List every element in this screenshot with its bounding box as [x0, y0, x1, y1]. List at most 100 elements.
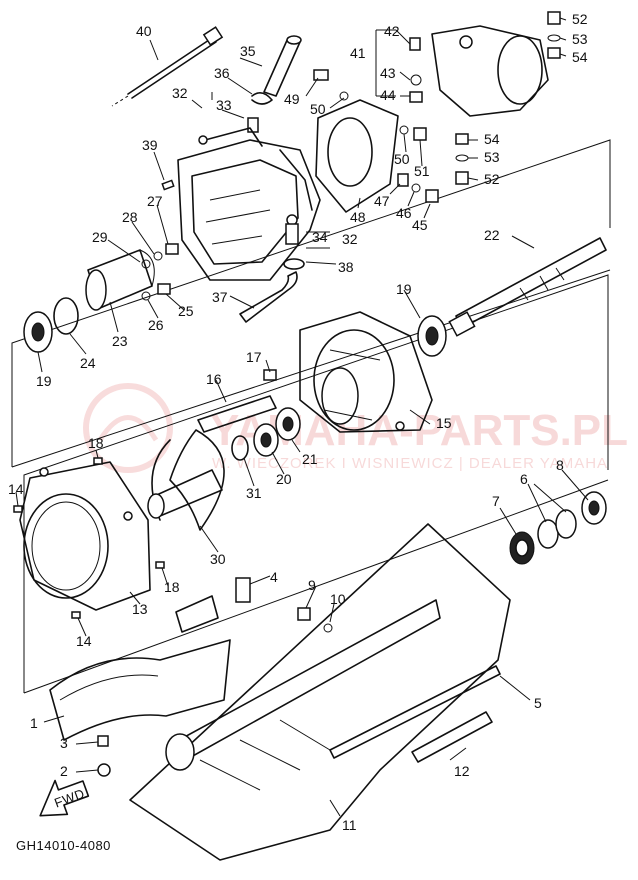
callout-19-right: 19	[396, 281, 412, 297]
part-47-collar	[397, 173, 409, 187]
part-31-washer	[231, 435, 249, 461]
callout-26: 26	[148, 317, 164, 333]
part-53-washer-top	[547, 34, 561, 42]
fwd-arrow-icon: FWD	[39, 779, 90, 817]
callout-54-bottom: 54	[484, 131, 500, 147]
callout-30: 30	[210, 551, 226, 567]
part-43-washer	[410, 74, 422, 86]
watermark-subtext: W. WIECZOREK I WISNIEWICZ | DEALER YAMAH…	[212, 455, 608, 472]
part-44-nut	[409, 91, 423, 103]
callout-23: 23	[112, 333, 128, 349]
part-45-bolt	[425, 189, 439, 203]
callout-38: 38	[338, 259, 354, 275]
callout-7: 7	[492, 493, 500, 509]
callout-12: 12	[454, 763, 470, 779]
part-30-impeller	[147, 429, 225, 531]
callout-51: 51	[414, 163, 430, 179]
part-42-bolt	[409, 37, 421, 51]
part-24-o-ring	[53, 297, 79, 335]
callout-36: 36	[214, 65, 230, 81]
callout-48: 48	[350, 209, 366, 225]
callout-47: 47	[374, 193, 390, 209]
part-53-washer-bottom	[455, 154, 469, 162]
part-36-clip	[251, 92, 273, 105]
callout-9: 9	[308, 577, 316, 593]
callout-39: 39	[142, 137, 158, 153]
part-18-pin-b	[155, 561, 165, 569]
callout-25: 25	[178, 303, 194, 319]
part-19-bearing-left	[23, 311, 53, 353]
callout-34: 34	[312, 229, 328, 245]
callout-1: 1	[30, 715, 38, 731]
callout-40: 40	[136, 23, 152, 39]
part-50-washer-b	[399, 125, 409, 135]
callout-52-top: 52	[572, 11, 588, 27]
callout-53-bottom: 53	[484, 149, 500, 165]
part-18-pin-a	[93, 457, 103, 465]
part-33-screw	[247, 117, 259, 133]
callout-8: 8	[556, 457, 564, 473]
part-46-washer	[411, 183, 421, 193]
part-48-steering-bracket	[315, 99, 399, 213]
callout-50-top: 50	[310, 101, 326, 117]
callout-14-top: 14	[8, 481, 24, 497]
callout-44: 44	[380, 87, 396, 103]
part-39-pin	[161, 179, 175, 191]
callout-17: 17	[246, 349, 262, 365]
callout-18-bottom: 18	[164, 579, 180, 595]
part-26-washer	[141, 291, 151, 301]
callout-45: 45	[412, 217, 428, 233]
part-22-drive-shaft	[448, 237, 607, 337]
callout-24: 24	[80, 355, 96, 371]
callout-53-top: 53	[572, 31, 588, 47]
part-54-collar-bottom	[455, 133, 469, 145]
part-11-duct-body	[129, 523, 511, 861]
part-4-sensor	[235, 577, 251, 603]
callout-28: 28	[122, 209, 138, 225]
callout-10: 10	[330, 591, 346, 607]
part-28-washer	[153, 251, 163, 261]
callout-18-top: 18	[88, 435, 104, 451]
part-49-bolt	[313, 69, 329, 81]
part-21-bearing	[275, 407, 301, 441]
watermark-logo-icon	[83, 383, 173, 473]
callout-29: 29	[92, 229, 108, 245]
callout-5: 5	[534, 695, 542, 711]
part-20-seal	[253, 423, 279, 457]
part-14-pin-a	[13, 505, 23, 513]
part-51-nut	[413, 127, 427, 141]
part-32-pump-housing	[177, 127, 321, 281]
part-23-nozzle	[85, 249, 155, 311]
part-35-sleeve	[263, 35, 302, 97]
part-1-duct	[49, 595, 231, 741]
part-9-bolt	[297, 607, 311, 621]
part-40-long-bolt	[111, 26, 224, 107]
callout-52-bottom: 52	[484, 171, 500, 187]
callout-11: 11	[342, 817, 357, 833]
callout-27: 27	[147, 193, 163, 209]
part-38-clamp	[283, 258, 305, 270]
callout-labels: 40 35 36 32 33 39 27 28 29 25 26 23 24 1…	[8, 11, 588, 833]
callout-49: 49	[284, 91, 300, 107]
callout-42: 42	[384, 23, 400, 39]
callout-14-bottom: 14	[76, 633, 92, 649]
part-15-pump-case	[299, 311, 433, 433]
part-41-nozzle-deflector	[431, 25, 549, 117]
callout-31: 31	[246, 485, 262, 501]
callout-21: 21	[302, 451, 318, 467]
diagram-code: GH14010-4080	[16, 838, 111, 853]
leader-lines	[15, 17, 589, 817]
part-34-nipple	[285, 223, 299, 245]
part-19-bearing-right	[417, 315, 447, 357]
part-3-bolt	[97, 735, 109, 747]
callout-6: 6	[520, 471, 528, 487]
part-6-bearing	[537, 509, 577, 549]
part-5-rod	[329, 665, 501, 759]
callout-41: 41	[350, 45, 366, 61]
callout-33: 33	[216, 97, 232, 113]
part-2-washer	[97, 763, 111, 777]
callout-46: 46	[396, 205, 412, 221]
callout-20: 20	[276, 471, 292, 487]
callout-4: 4	[270, 569, 278, 585]
